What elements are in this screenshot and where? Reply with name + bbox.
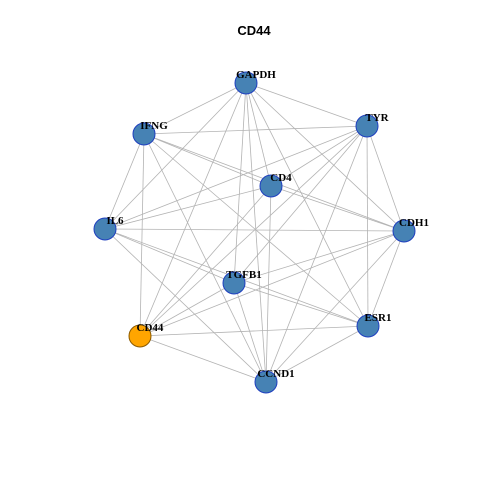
node-label-cd44: CD44 <box>137 322 164 334</box>
edge-tgfb1-esr1 <box>233 282 369 327</box>
edge-cdh1-esr1 <box>367 230 405 327</box>
edge-gapdh-tyr <box>245 82 368 127</box>
edge-cd4-ccnd1 <box>265 185 272 383</box>
edge-tgfb1-ccnd1 <box>233 282 267 383</box>
node-il6[interactable] <box>93 217 117 241</box>
node-label-ccnd1: CCND1 <box>257 368 294 380</box>
node-ccnd1[interactable] <box>254 370 278 394</box>
edge-gapdh-ccnd1 <box>245 82 267 383</box>
node-label-tyr: TYR <box>365 112 389 124</box>
edges-layer <box>104 82 405 383</box>
node-label-ifng: IFNG <box>140 120 168 132</box>
nodes-layer <box>93 71 416 394</box>
edge-cdh1-ccnd1 <box>265 230 405 383</box>
edge-tyr-esr1 <box>366 125 369 327</box>
node-ifng[interactable] <box>132 122 156 146</box>
edge-tyr-tgfb1 <box>233 125 368 284</box>
edge-gapdh-cd4 <box>245 82 272 187</box>
edge-tyr-cd44 <box>139 125 368 337</box>
edge-tgfb1-cd44 <box>139 282 235 337</box>
edge-il6-ccnd1 <box>104 228 267 383</box>
edge-ifng-ccnd1 <box>143 133 267 383</box>
edge-gapdh-esr1 <box>245 82 369 327</box>
edge-ifng-cd44 <box>139 133 145 337</box>
edge-gapdh-ifng <box>143 82 247 135</box>
node-tgfb1[interactable] <box>222 271 246 295</box>
edge-cd44-esr1 <box>139 325 369 337</box>
edge-gapdh-cdh1 <box>245 82 405 232</box>
node-cd44[interactable] <box>128 324 152 348</box>
edge-cdh1-cd44 <box>139 230 405 337</box>
node-label-gapdh: GAPDH <box>236 69 276 81</box>
node-label-il6: IL6 <box>106 215 124 227</box>
node-label-cd4: CD4 <box>270 172 292 184</box>
edge-cd4-cd44 <box>139 185 272 337</box>
node-esr1[interactable] <box>356 314 380 338</box>
edge-ifng-tyr <box>143 125 368 135</box>
edge-tyr-il6 <box>104 125 368 230</box>
edge-cd44-ccnd1 <box>139 335 267 383</box>
node-label-cdh1: CDH1 <box>399 217 429 229</box>
edge-esr1-ccnd1 <box>265 325 369 383</box>
edge-tyr-cdh1 <box>366 125 405 232</box>
edge-cd4-cdh1 <box>270 185 405 232</box>
node-label-tgfb1: TGFB1 <box>226 269 261 281</box>
edge-tyr-cd4 <box>270 125 368 187</box>
node-cd4[interactable] <box>259 174 283 198</box>
graph-title: CD44 <box>237 23 271 38</box>
edge-il6-tgfb1 <box>104 228 235 284</box>
edge-gapdh-il6 <box>104 82 247 230</box>
edge-gapdh-cd44 <box>139 82 247 337</box>
edge-ifng-il6 <box>104 133 145 230</box>
edge-cd4-il6 <box>104 185 272 230</box>
edge-cdh1-tgfb1 <box>233 230 405 284</box>
node-cdh1[interactable] <box>392 219 416 243</box>
node-label-esr1: ESR1 <box>365 312 392 324</box>
edge-il6-cdh1 <box>104 228 405 232</box>
edge-tyr-ccnd1 <box>265 125 368 383</box>
edge-gapdh-tgfb1 <box>233 82 247 284</box>
node-gapdh[interactable] <box>234 71 258 95</box>
node-tyr[interactable] <box>355 114 379 138</box>
edge-ifng-cd4 <box>143 133 272 187</box>
